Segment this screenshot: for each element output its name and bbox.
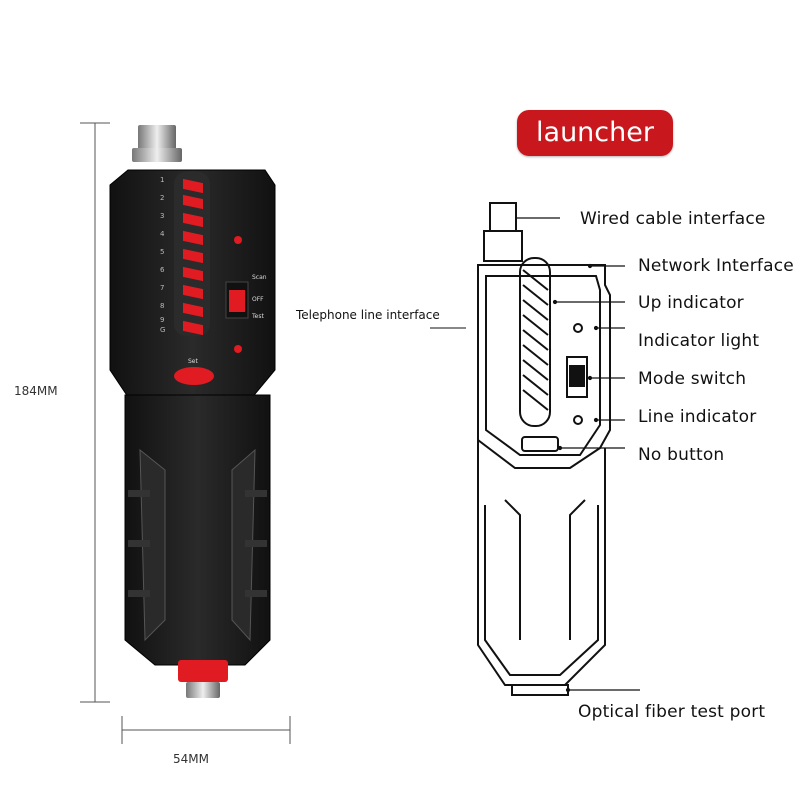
callout-wired-cable: Wired cable interface [580, 209, 766, 229]
led-number-6: 6 [160, 266, 165, 274]
led-number-7: 7 [160, 284, 165, 292]
callout-network: Network Interface [638, 256, 794, 276]
title-badge: launcher [517, 110, 673, 156]
callout-up-indicator: Up indicator [638, 293, 744, 313]
width-dimension-label: 54MM [173, 752, 209, 766]
led-number-1: 1 [160, 176, 165, 184]
led-number-g: G [160, 326, 166, 334]
set-button [174, 367, 214, 385]
switch-label-off: OFF [252, 296, 264, 303]
led-number-5: 5 [160, 248, 165, 256]
callout-telephone-line: Telephone line interface [296, 308, 440, 322]
callout-mode-switch: Mode switch [638, 369, 747, 389]
led-number-2: 2 [160, 194, 165, 202]
led-number-9: 9 [160, 316, 165, 324]
bnc-connector [138, 125, 176, 153]
mode-switch-knob [229, 290, 245, 312]
led-number-8: 8 [160, 302, 165, 310]
callout-fiber-port: Optical fiber test port [578, 702, 766, 722]
fiber-port [178, 660, 228, 682]
switch-label-test: Test [252, 313, 264, 320]
callout-indicator-light: Indicator light [638, 331, 760, 351]
switch-label-scan: Scan [252, 274, 267, 281]
led-number-4: 4 [160, 230, 165, 238]
led-number-3: 3 [160, 212, 165, 220]
set-button-label: Set [188, 358, 198, 365]
height-dimension-label: 184MM [14, 384, 58, 398]
callout-line-indicator: Line indicator [638, 407, 757, 427]
callout-no-button: No button [638, 445, 725, 465]
